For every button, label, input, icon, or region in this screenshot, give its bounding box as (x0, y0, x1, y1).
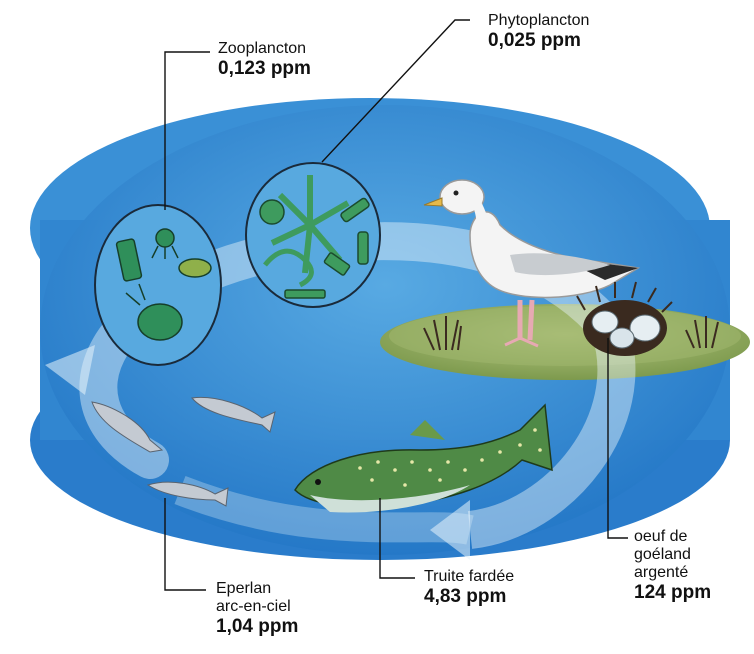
truite-name: Truite fardée (424, 568, 515, 585)
label-truite: Truite fardée 4,83 ppm (424, 568, 514, 607)
phytoplancton-name: Phytoplancton (488, 12, 590, 29)
eperlan-name-line2: arc-en-ciel (216, 597, 291, 615)
grass-tufts (423, 316, 719, 351)
phytoplancton-organisms (259, 175, 370, 299)
leader-lines (164, 19, 628, 591)
zooplancton-organisms (115, 228, 212, 341)
zooplancton-value: 0,123 ppm (218, 57, 311, 79)
oeuf-value: 124 ppm (634, 581, 712, 603)
zooplancton-name: Zooplancton (218, 40, 307, 57)
leader-zooplancton (164, 51, 210, 210)
label-zooplancton: Zooplancton 0,123 ppm (218, 40, 311, 79)
eperlan-fish (91, 396, 276, 507)
oeuf-name-line3: argenté (634, 563, 689, 581)
label-phytoplancton: Phytoplancton 0,025 ppm (488, 12, 589, 51)
egg (609, 327, 635, 349)
leader-eperlan (164, 498, 206, 591)
label-eperlan: Eperlan arc-en-ciel 1,04 ppm (216, 580, 298, 637)
truite-fish (294, 403, 553, 513)
egg (629, 314, 661, 342)
leader-truite (379, 498, 415, 579)
leader-oeuf (607, 338, 628, 539)
island (380, 304, 750, 380)
leader-phytoplancton (321, 19, 470, 163)
eperlan-value: 1,04 ppm (216, 615, 299, 637)
truite-value: 4,83 ppm (424, 585, 507, 607)
oeuf-name-line1: oeuf de (634, 528, 688, 545)
gull (423, 179, 641, 348)
zooplancton-circle (94, 204, 222, 366)
phytoplancton-value: 0,025 ppm (488, 29, 581, 51)
eperlan-name-line1: Eperlan (216, 580, 272, 597)
nest (576, 281, 673, 356)
phytoplancton-circle (245, 162, 381, 308)
egg (591, 310, 619, 334)
label-oeuf: oeuf de goéland argenté 124 ppm (634, 528, 711, 603)
trout-spots (358, 428, 542, 487)
oeuf-name-line2: goéland (634, 545, 691, 563)
